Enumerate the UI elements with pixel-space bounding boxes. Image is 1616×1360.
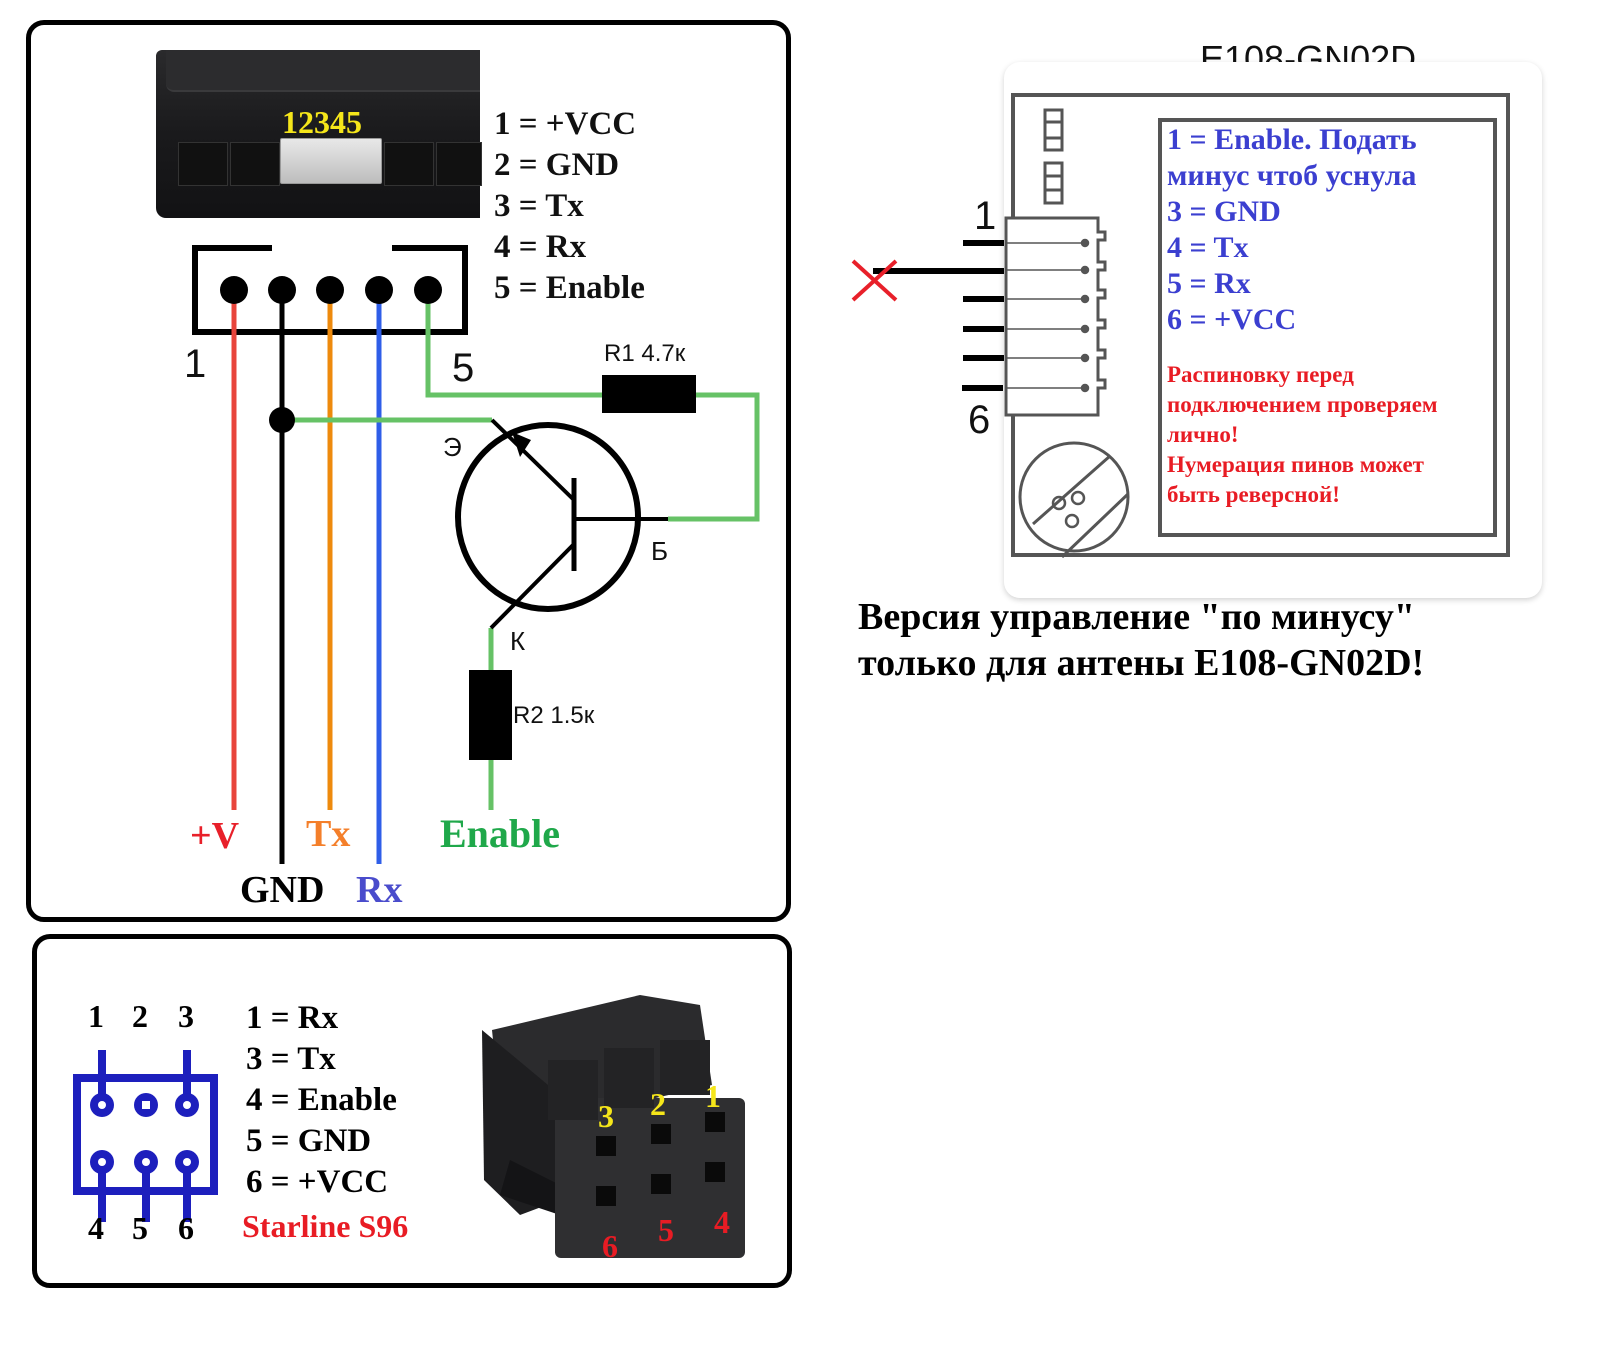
starline-pinout-list: 1 = Rx 3 = Tx 4 = Enable 5 = GND 6 = +VC… (246, 998, 397, 1203)
resistor-r1 (602, 375, 696, 413)
warning-line: Нумерация пинов может (1167, 452, 1424, 477)
pinout-item: 3 = Tx (494, 188, 584, 224)
pin-dot-5 (414, 276, 442, 304)
photo-pin-2: 2 (650, 1086, 666, 1122)
pad-number: 3 (178, 998, 194, 1034)
pinout-item: 3 = Tx (246, 1041, 336, 1077)
emitter-label: Э (443, 432, 462, 462)
antenna-pin-first-label: 1 (974, 194, 997, 238)
antenna-pin-last-label: 6 (968, 398, 991, 442)
device-top-edge (166, 50, 480, 92)
pin-dot-3 (316, 276, 344, 304)
photo-pin-1: 1 (705, 1078, 721, 1114)
wire-enable-to-r1 (425, 290, 602, 398)
emitter-arrow (512, 432, 531, 457)
pad-number: 5 (132, 1210, 148, 1246)
pin-dot-2 (268, 276, 296, 304)
base-label: Б (651, 536, 669, 566)
photo-pin-5: 5 (658, 1212, 674, 1248)
socket-6 (596, 1186, 616, 1206)
pinout-item: минус чтоб уснула (1167, 159, 1417, 192)
warning-line: Распиновку перед (1167, 362, 1354, 387)
antenna-warning: Распиновку перед подключением проверяем … (1167, 360, 1438, 510)
transistor-collector-lead (489, 542, 576, 630)
header-pins (1006, 238, 1090, 393)
pad-number: 1 (88, 998, 104, 1034)
pinout-item: 5 = GND (246, 1123, 372, 1159)
transistor-emitter-lead (490, 418, 576, 502)
wire-r1-to-base (668, 392, 760, 522)
tracker-pinout-list: 1 = +VCC 2 = GND 3 = Tx 4 = Rx 5 = Enabl… (494, 104, 645, 309)
note-box (1158, 118, 1497, 537)
wire-label-tx: Tx (306, 813, 351, 855)
antenna-caption: Версия управление "по минусу" только для… (858, 594, 1424, 686)
socket-3 (596, 1136, 616, 1156)
photo-pin-6: 6 (602, 1228, 618, 1264)
pin-dot-4 (365, 276, 393, 304)
pin-label-last: 5 (452, 346, 475, 390)
pinout-item: 1 = +VCC (494, 106, 637, 142)
pinout-item: 6 = +VCC (1167, 303, 1297, 336)
latch-2 (604, 1048, 654, 1108)
disconnected-x-icon (851, 259, 898, 302)
connector-2pin-c (384, 142, 434, 186)
connector-pin-numbers: 12345 (282, 104, 362, 140)
pad-number: 2 (132, 998, 148, 1034)
wire-label-enable: Enable (440, 811, 561, 856)
antenna-pinout-list: 1 = Enable. Подать минус чтоб уснула 3 =… (1167, 122, 1417, 338)
wire-label-gnd: GND (240, 869, 325, 911)
junction-dot (269, 407, 295, 433)
connector-side (482, 1030, 560, 1215)
pinout-item: 1 = Enable. Подать (1167, 123, 1417, 156)
pinout-item: 4 = Tx (1167, 231, 1249, 264)
latch-1 (548, 1060, 598, 1120)
socket-2 (651, 1124, 671, 1144)
pinout-item: 4 = Rx (494, 229, 587, 265)
pin-dot-1 (220, 276, 248, 304)
pinout-item: 5 = Rx (1167, 267, 1251, 300)
round-component (1018, 441, 1130, 553)
pinout-item: 5 = Enable (494, 270, 645, 306)
connector-2pin-d (436, 142, 482, 186)
warning-line: быть реверсной! (1167, 482, 1340, 507)
pin-label-first: 1 (184, 342, 207, 386)
collector-label: К (510, 626, 526, 656)
socket-5 (651, 1174, 671, 1194)
pad-number: 4 (88, 1210, 104, 1246)
connector-2pin-b (230, 142, 280, 186)
pinout-item: 4 = Enable (246, 1082, 397, 1118)
pinout-item: 3 = GND (1167, 195, 1281, 228)
pinout-item: 6 = +VCC (246, 1164, 389, 1200)
starline-model-label: Starline S96 (242, 1208, 409, 1244)
pinout-item: 1 = Rx (246, 1000, 339, 1036)
r2-label: R2 1.5к (513, 702, 595, 729)
socket-1 (705, 1112, 725, 1132)
smd-component-2 (1043, 161, 1064, 205)
tracker-device-photo: 12345 (156, 50, 482, 218)
latch-3 (660, 1040, 710, 1095)
photo-pin-3: 3 (598, 1098, 614, 1134)
pinout-item: 2 = GND (494, 147, 620, 183)
connector-5pin (280, 138, 382, 184)
warning-line: подключением проверяем (1167, 392, 1438, 417)
photo-pin-4: 4 (714, 1204, 730, 1240)
caption-line: Версия управление "по минусу" (858, 596, 1416, 638)
connector-latch (500, 1160, 570, 1215)
socket-4 (705, 1162, 725, 1182)
r1-label: R1 4.7к (604, 340, 686, 367)
wire-label-vcc: +V (190, 815, 240, 857)
caption-line: только для антены E108-GN02D! (858, 642, 1425, 684)
resistor-r2 (469, 670, 512, 760)
smd-component-1 (1043, 108, 1064, 152)
warning-line: лично! (1167, 422, 1239, 447)
wire-label-rx: Rx (356, 869, 403, 911)
header-connector (1004, 216, 1107, 417)
pad-number: 6 (178, 1210, 194, 1246)
connector-2pin-a (178, 142, 228, 186)
external-leads (873, 240, 1004, 391)
